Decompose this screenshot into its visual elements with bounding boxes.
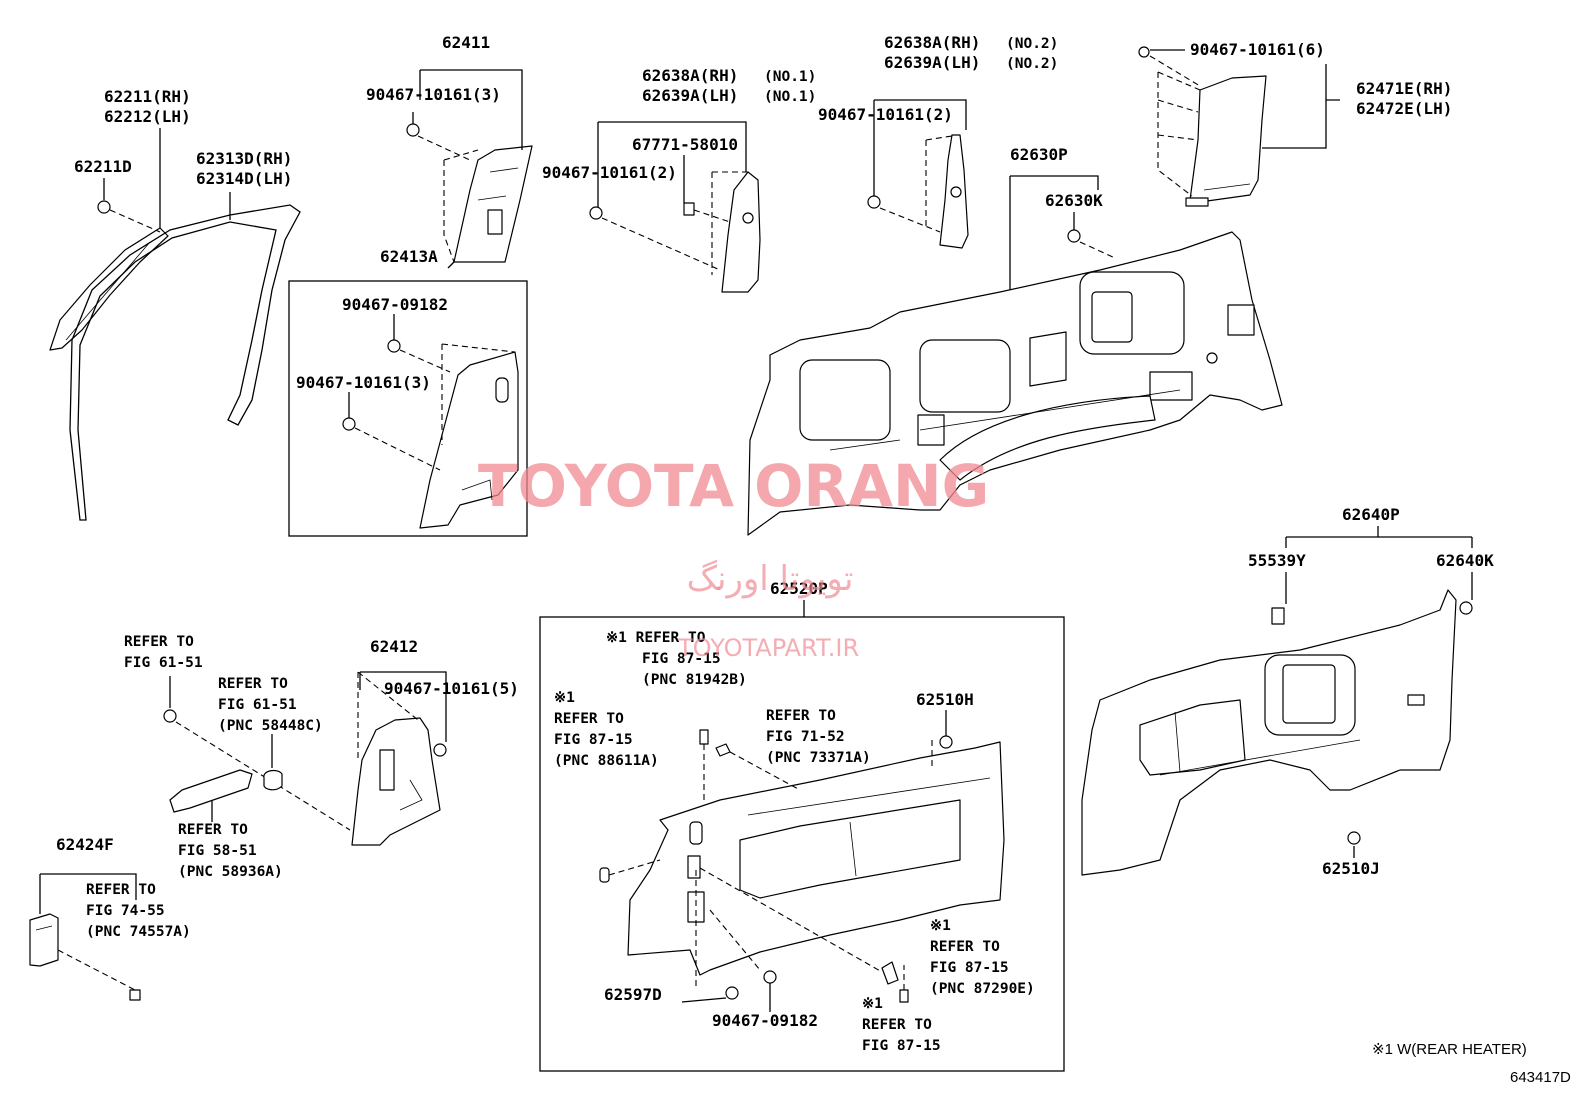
ref9-line2: REFER TO <box>862 1017 932 1033</box>
label-62638a-rh-no2: 62638A(RH) <box>884 33 980 52</box>
group-box-62520p <box>539 616 1065 1072</box>
pillar-garnish-62411 <box>406 123 533 263</box>
label-62413a: 62413A <box>380 247 438 266</box>
ref2-line1: REFER TO <box>218 676 288 692</box>
group-box-62413a <box>288 280 528 537</box>
ref1-line1: REFER TO <box>124 634 194 650</box>
label-62597d: 62597D <box>604 985 662 1004</box>
label-62510h: 62510H <box>916 690 974 709</box>
ref9-line3: FIG 87-15 <box>862 1038 941 1054</box>
label-62639a-lh-no1: 62639A(LH) <box>642 86 738 105</box>
label-62638a-rh-no1: 62638A(RH) <box>642 66 738 85</box>
pillar-garnish-no1 <box>589 171 761 293</box>
ref8-line4: (PNC 87290E) <box>930 981 1035 997</box>
label-90467-10161-2a: 90467-10161(2) <box>542 163 677 182</box>
label-90467-10161-2b: 90467-10161(2) <box>818 105 953 124</box>
quarter-trim-panel-62630p <box>747 229 1283 536</box>
label-62639a-lh-no2: 62639A(LH) <box>884 53 980 72</box>
clip-62424f <box>29 913 141 1001</box>
ref3-line2: FIG 58-51 <box>178 843 257 859</box>
label-62211-rh: 62211(RH) <box>104 87 191 106</box>
label-90467-10161-3a: 90467-10161(3) <box>366 85 501 104</box>
pillar-garnish-no2 <box>867 134 969 249</box>
watermark-persian: تویوتا اورنگ <box>687 559 854 599</box>
ref8-line3: FIG 87-15 <box>930 960 1009 976</box>
watermark: TOYOTA ORANG تویوتا اورنگ TOYOTAPART.IR <box>478 452 989 662</box>
door-opening-trim <box>69 204 301 521</box>
ref6-line1: ※1 <box>554 690 575 706</box>
label-62411: 62411 <box>442 33 490 52</box>
label-62640p: 62640P <box>1342 505 1400 524</box>
refer-to-notes: REFER TO FIG 61-51 REFER TO FIG 61-51 (P… <box>86 630 1035 1054</box>
ref8-line2: REFER TO <box>930 939 1000 955</box>
back-door-pillar-garnish <box>1138 46 1267 207</box>
ref9-line1: ※1 <box>862 996 883 1012</box>
label-62510j: 62510J <box>1322 859 1380 878</box>
watermark-site: TOYOTAPART.IR <box>677 634 859 662</box>
label-90467-09182-b: 90467-09182 <box>712 1011 818 1030</box>
pillar-garnish-62412 <box>163 671 447 846</box>
label-90467-10161-6: 90467-10161(6) <box>1190 40 1325 59</box>
ref7-line2: FIG 71-52 <box>766 729 845 745</box>
label-no2-b: (NO.2) <box>1006 56 1058 72</box>
label-62630p: 62630P <box>1010 145 1068 164</box>
quarter-garnish-62413a <box>342 339 519 529</box>
label-62640k: 62640K <box>1436 551 1494 570</box>
quarter-trim-panel-62520p <box>599 729 1005 1003</box>
ref6-line2: REFER TO <box>554 711 624 727</box>
ref2-line2: FIG 61-51 <box>218 697 297 713</box>
ref5-line2: FIG 87-15 <box>642 651 721 667</box>
label-62412: 62412 <box>370 637 418 656</box>
label-62211d: 62211D <box>74 157 132 176</box>
label-no1-a: (NO.1) <box>764 69 816 85</box>
ref7-line1: REFER TO <box>766 708 836 724</box>
label-55539y: 55539Y <box>1248 551 1306 570</box>
ref4-line3: (PNC 74557A) <box>86 924 191 940</box>
label-67771-58010: 67771-58010 <box>632 135 738 154</box>
label-90467-09182-a: 90467-09182 <box>342 295 448 314</box>
label-62471e-rh: 62471E(RH) <box>1356 79 1452 98</box>
label-62520p: 62520P <box>770 579 828 598</box>
label-no2-a: (NO.2) <box>1006 36 1058 52</box>
ref8-line1: ※1 <box>930 918 951 934</box>
label-62424f: 62424F <box>56 835 114 854</box>
label-90467-10161-3b: 90467-10161(3) <box>296 373 431 392</box>
a-pillar-garnish <box>49 200 169 351</box>
ref5-line1: ※1 REFER TO <box>606 630 706 646</box>
ref6-line3: FIG 87-15 <box>554 732 633 748</box>
quarter-trim-panel-62640p <box>1081 589 1473 876</box>
footnote: ※1 W(REAR HEATER) <box>1372 1041 1527 1058</box>
ref5-line3: (PNC 81942B) <box>642 672 747 688</box>
label-62313d-rh: 62313D(RH) <box>196 149 292 168</box>
label-62212-lh: 62212(LH) <box>104 107 191 126</box>
ref3-line1: REFER TO <box>178 822 248 838</box>
label-no1-b: (NO.1) <box>764 89 816 105</box>
ref4-line1: REFER TO <box>86 882 156 898</box>
leader-lines <box>39 49 1473 1012</box>
ref7-line3: (PNC 73371A) <box>766 750 871 766</box>
part-number-labels: 62211(RH) 62212(LH) 62211D 62313D(RH) 62… <box>56 33 1494 1030</box>
label-90467-10161-5: 90467-10161(5) <box>384 679 519 698</box>
label-62472e-lh: 62472E(LH) <box>1356 99 1452 118</box>
ref4-line2: FIG 74-55 <box>86 903 165 919</box>
label-62630k: 62630K <box>1045 191 1103 210</box>
ref3-line3: (PNC 58936A) <box>178 864 283 880</box>
ref1-line2: FIG 61-51 <box>124 655 203 671</box>
ref2-line3: (PNC 58448C) <box>218 718 323 734</box>
watermark-brand: TOYOTA ORANG <box>478 452 989 520</box>
ref6-line4: (PNC 88611A) <box>554 753 659 769</box>
label-62314d-lh: 62314D(LH) <box>196 169 292 188</box>
figure-code: 643417D <box>1510 1069 1571 1086</box>
